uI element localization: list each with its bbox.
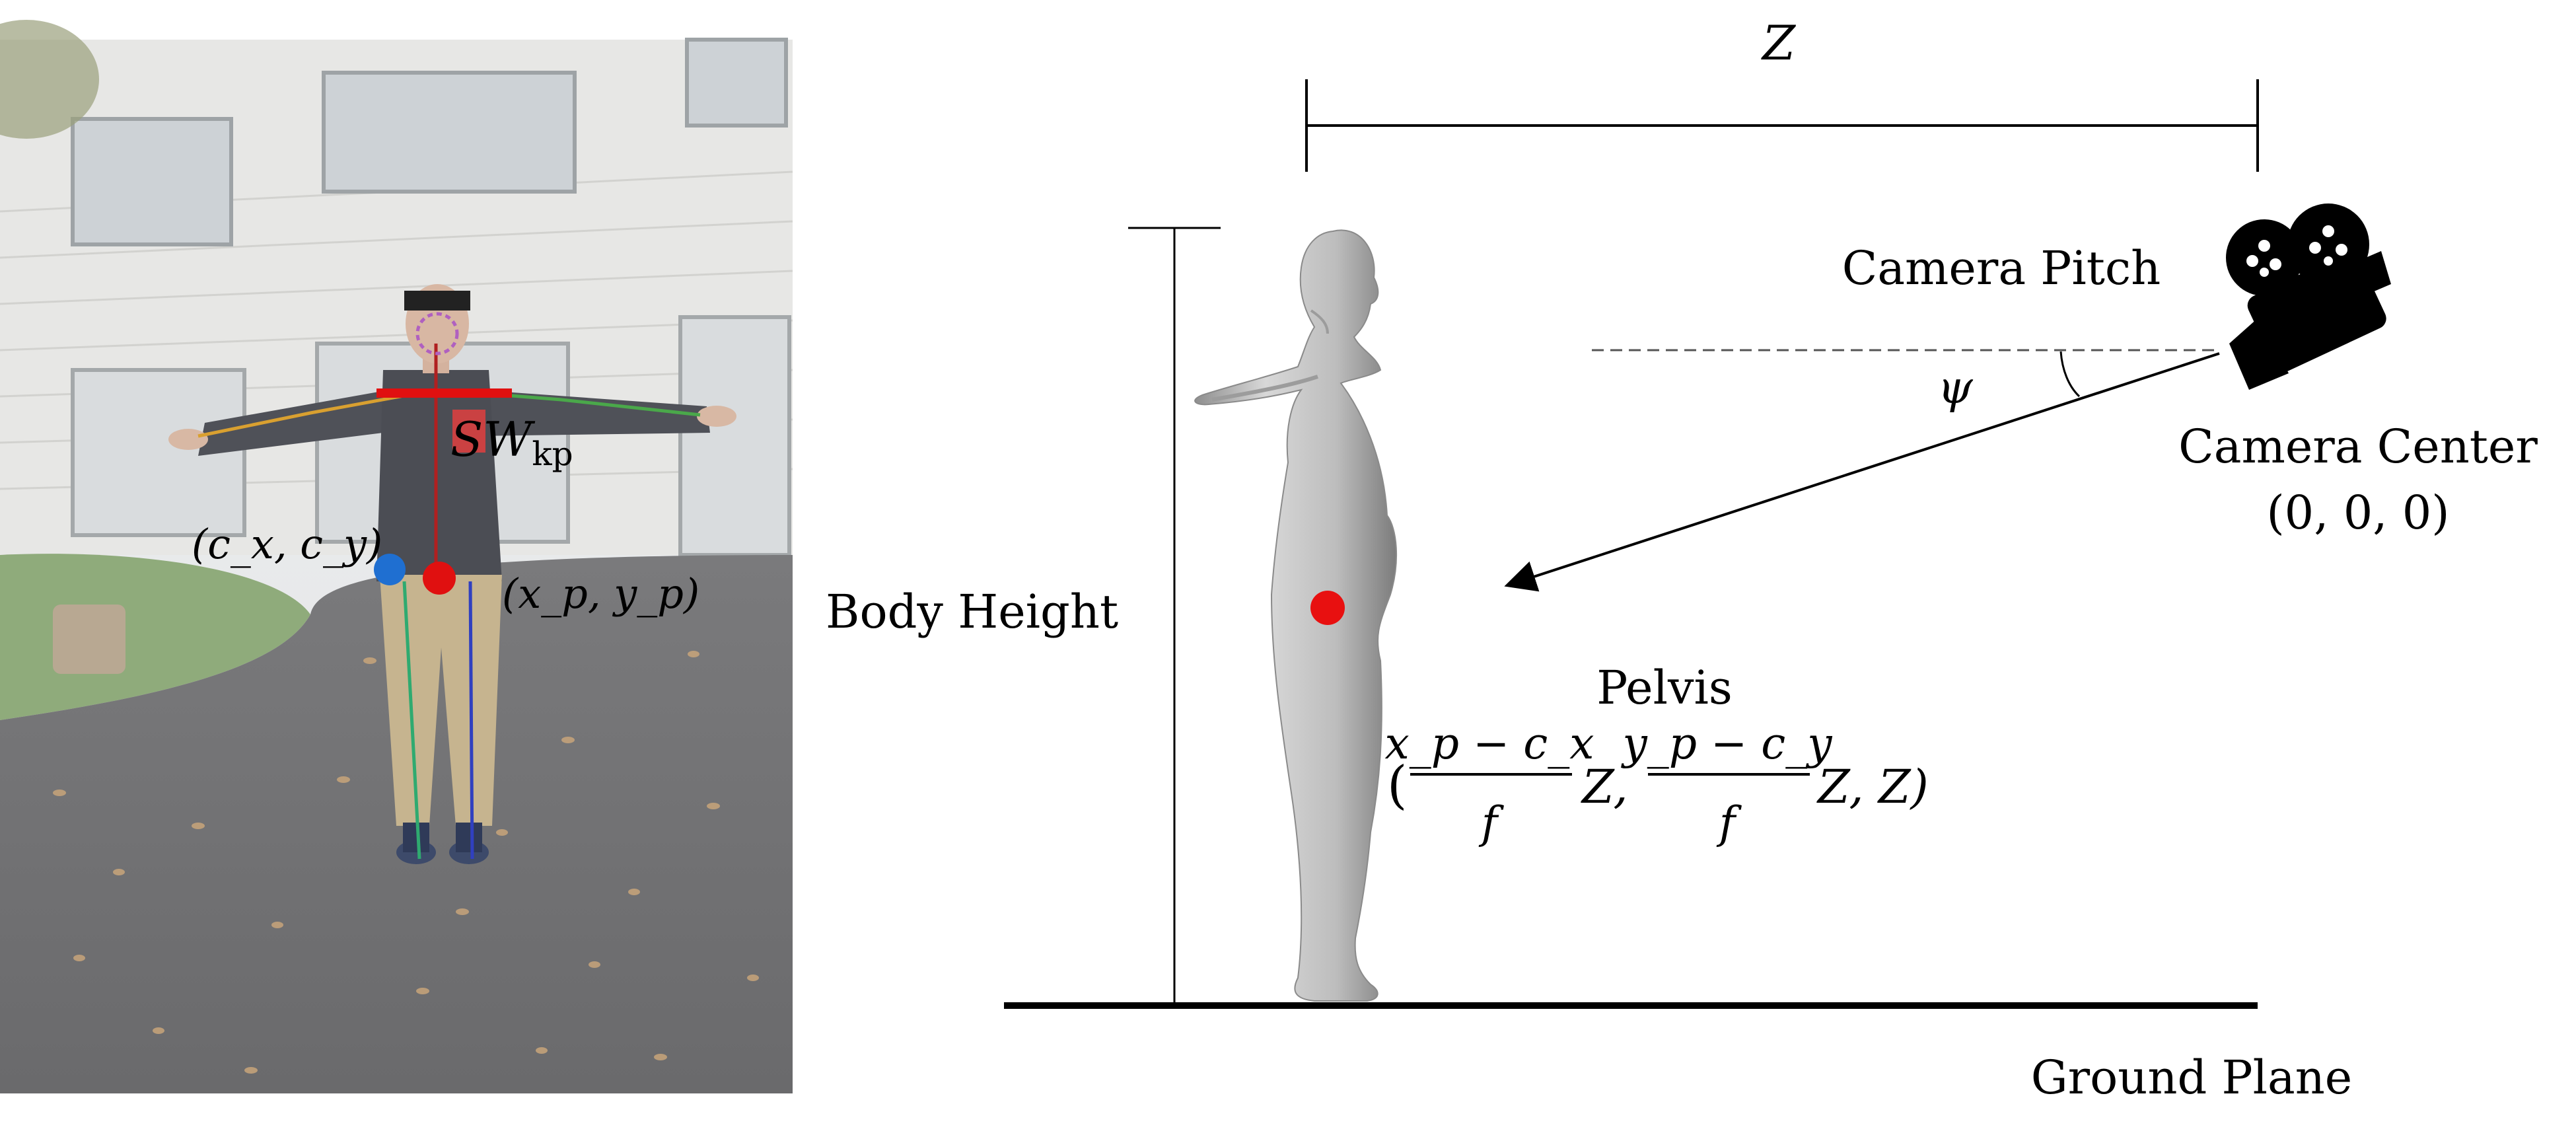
- shoulder-width-main: SW: [450, 412, 535, 467]
- geometry-diagram: Z Body Height: [826, 15, 2538, 1105]
- fallen-leaves: [53, 651, 759, 1074]
- pelvis-formula: ( x_p − c_x f Z, y_p − c_y f Z, Z): [1385, 718, 1929, 848]
- image-center-dot: [374, 554, 406, 585]
- pelvis-3d-dot: [1310, 591, 1345, 625]
- formula-den-x: f: [1478, 797, 1505, 848]
- tree-stump: [53, 605, 125, 674]
- camera-icon: [2226, 203, 2391, 390]
- ground-plane-label: Ground Plane: [2031, 1050, 2352, 1105]
- formula-num-x: x_p − c_x: [1385, 718, 1594, 769]
- body-height-label: Body Height: [826, 585, 1118, 639]
- height-bracket: [1128, 227, 1221, 1006]
- formula-z1: Z,: [1581, 760, 1628, 814]
- distance-label: Z: [1761, 15, 1797, 71]
- camera-center-coords: (0, 0, 0): [2266, 486, 2449, 540]
- pitch-symbol: ψ: [1937, 362, 1973, 414]
- grass-patch: [0, 554, 310, 720]
- pelvis-label: Pelvis: [1596, 661, 1733, 715]
- human-body-mesh: [1194, 229, 1398, 1002]
- shirt-patch: [452, 410, 485, 453]
- shoulder-width-sub: kp: [532, 435, 573, 473]
- pelvis-keypoint-dot: [423, 562, 456, 595]
- shoulder-width-label: SWkp: [450, 412, 573, 473]
- distance-bracket: [1305, 79, 2259, 172]
- formula-tail: Z, Z): [1816, 760, 1929, 814]
- optical-axis-arrow: [1504, 352, 2220, 592]
- formula-open-paren: (: [1387, 756, 1407, 815]
- pelvis-image-label: (x_p, y_p): [502, 570, 699, 618]
- camera-pitch-label: Camera Pitch: [1842, 241, 2161, 295]
- pitch-angle-arc: [2059, 351, 2081, 398]
- formula-den-y: f: [1716, 797, 1742, 848]
- formula-num-y: y_p − c_y: [1620, 718, 1832, 769]
- camera-center-label: Camera Center: [2178, 420, 2538, 474]
- photo-panel: (c_x, c_y) (x_p, y_p) SWkp: [0, 20, 793, 1093]
- image-center-label: (c_x, c_y): [192, 520, 382, 568]
